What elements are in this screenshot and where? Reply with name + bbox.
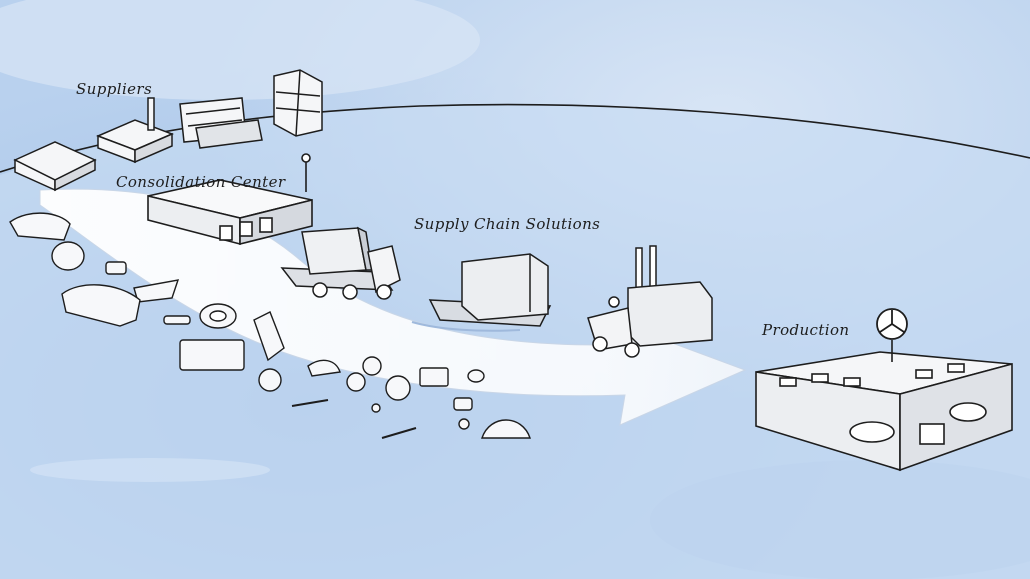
mercedes-star-icon — [876, 308, 908, 340]
forklift-icon — [587, 245, 713, 358]
bolt-icon — [163, 315, 191, 325]
cover-icon — [307, 359, 341, 377]
consolidation-center-label: Consolidation Center — [116, 173, 286, 191]
supplier-factory-icon — [13, 141, 97, 192]
car-body-icon — [9, 212, 71, 241]
speedometer-icon — [481, 419, 531, 439]
nut-icon — [467, 369, 485, 383]
gear-icon — [346, 372, 366, 392]
supplier-buildings — [13, 69, 323, 192]
suppliers-label: Suppliers — [76, 80, 153, 98]
consolidation-warehouse-icon — [147, 153, 313, 246]
sensor-icon — [453, 397, 473, 411]
steering-rod-icon — [381, 427, 417, 439]
truck-icon — [280, 226, 401, 300]
supplier-office-icon — [179, 97, 263, 149]
brake-disc-icon — [385, 375, 411, 401]
shaft-icon — [291, 399, 329, 407]
mirror-icon — [105, 261, 127, 275]
boat-icon — [411, 253, 552, 332]
radio-panel-icon — [179, 339, 245, 371]
supply-chain-solutions-label: Supply Chain Solutions — [414, 215, 601, 233]
supplier-office-icon — [96, 97, 174, 164]
production-plant-icon — [755, 340, 1013, 472]
car-frame-icon — [61, 284, 141, 327]
supplier-tower-icon — [273, 69, 323, 137]
car-part-icons — [9, 212, 531, 439]
chip-icon — [419, 367, 449, 387]
production-label: Production — [762, 321, 850, 339]
seat-icon — [253, 311, 285, 362]
wheel-icon — [258, 368, 282, 392]
engine-icon — [51, 241, 85, 271]
